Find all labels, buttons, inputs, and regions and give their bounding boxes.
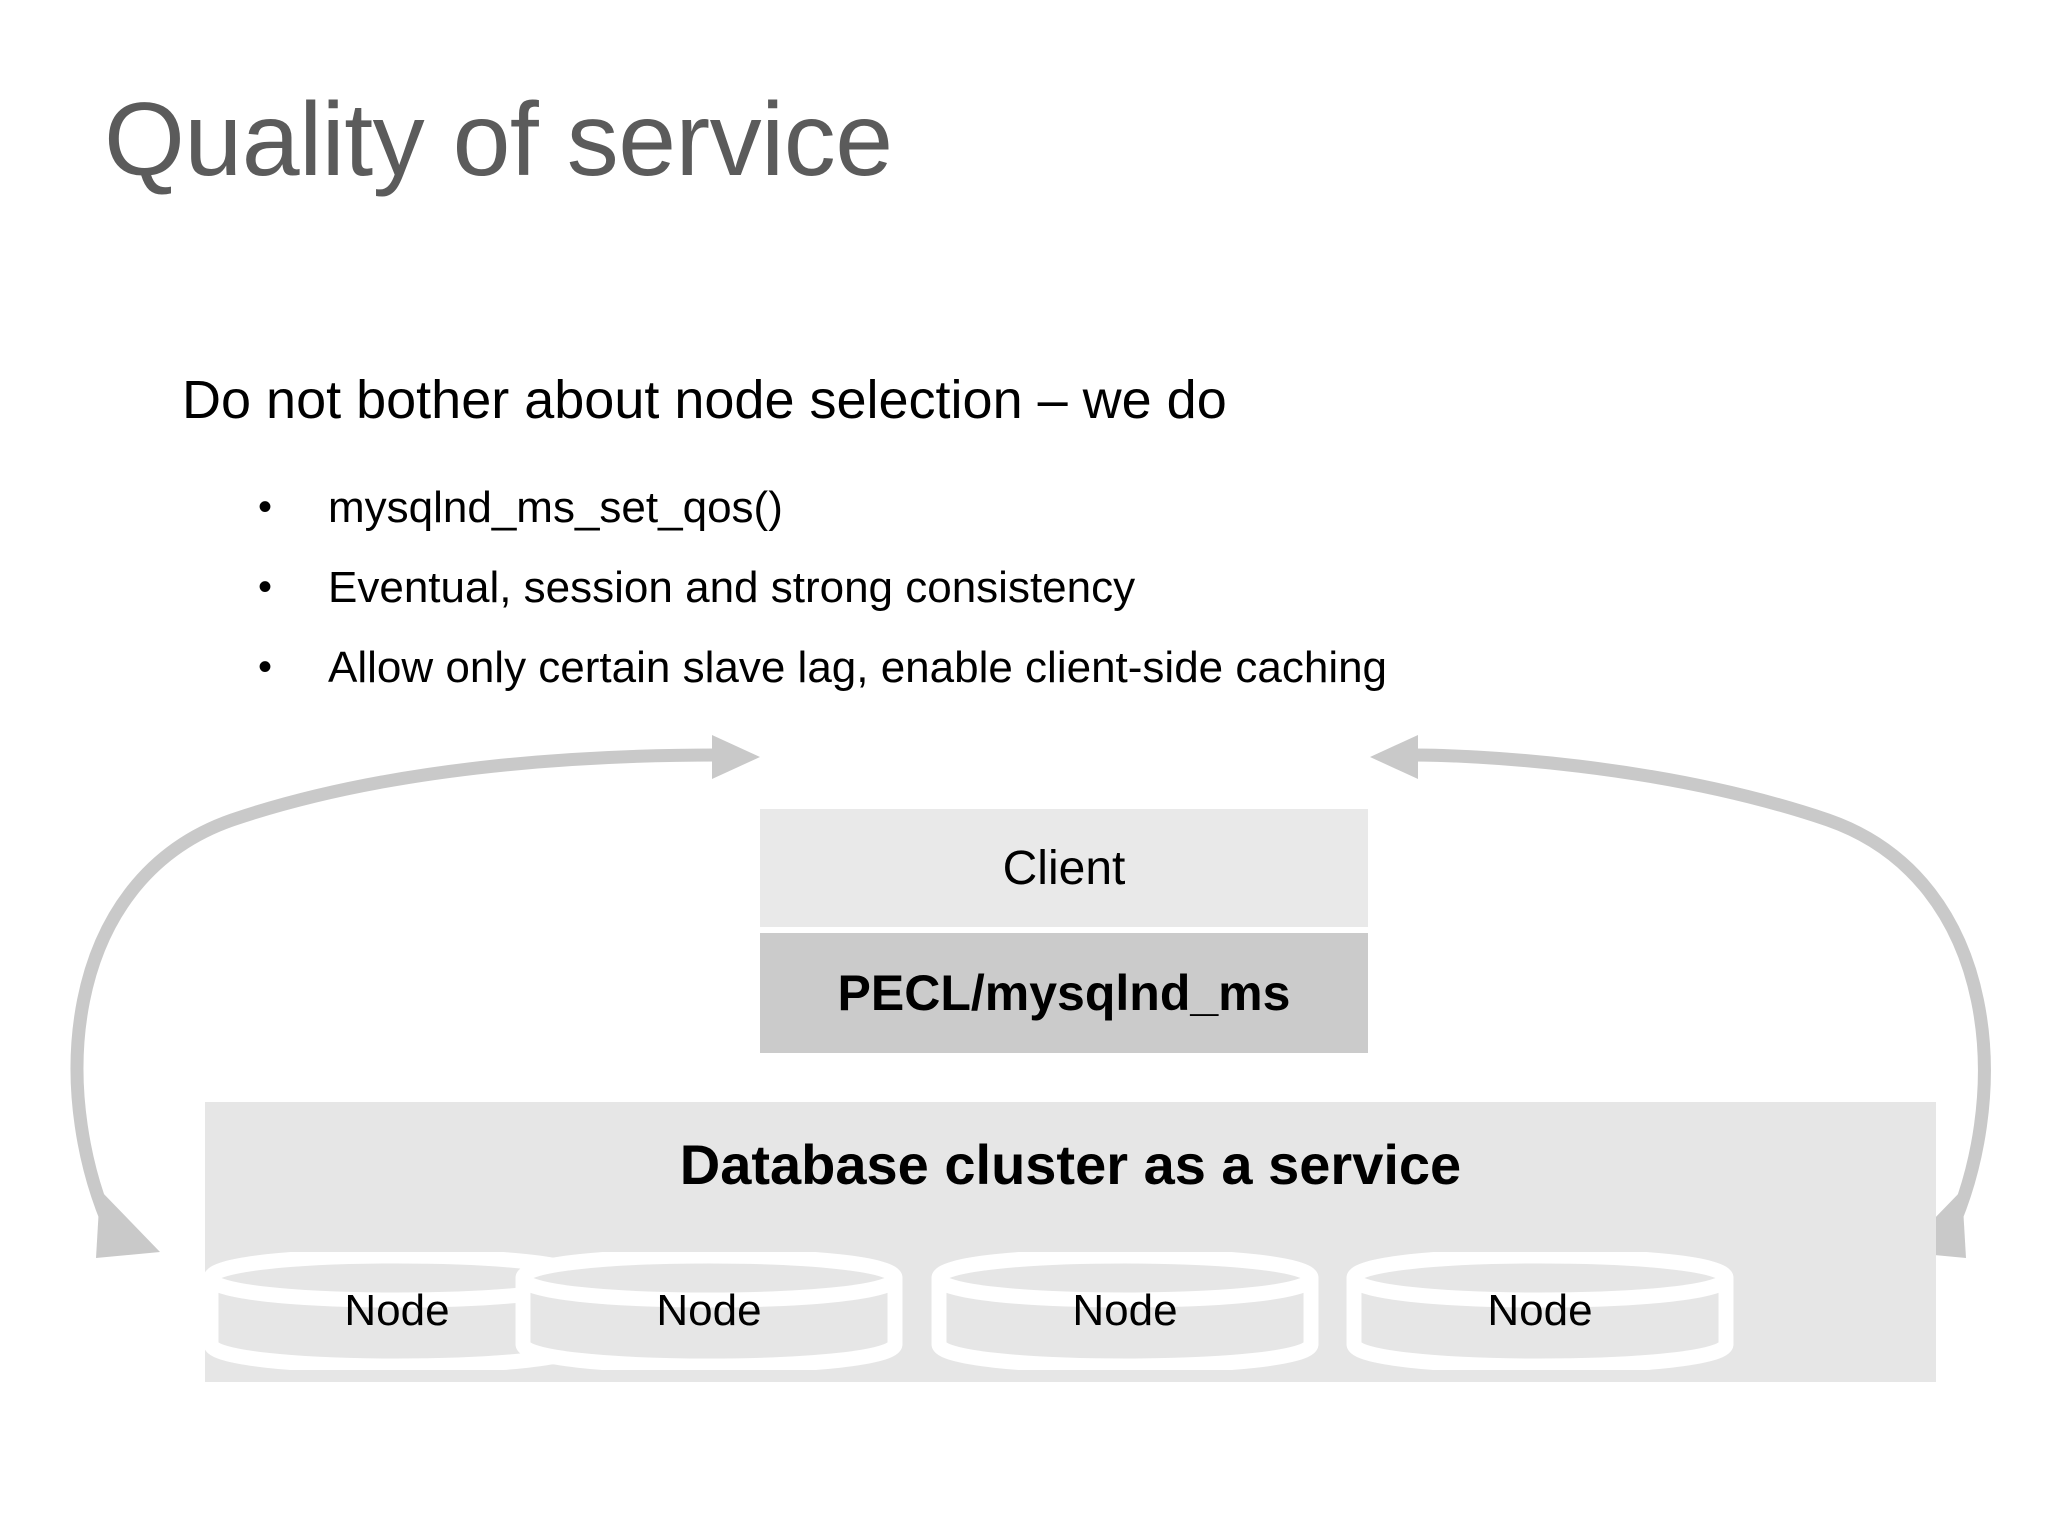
cylinder-icon (931, 1252, 1319, 1370)
database-node-cylinder: Node (925, 1252, 1325, 1370)
right-curve-arrowhead-down (1902, 1190, 1966, 1258)
bullet-marker-icon: • (258, 564, 273, 609)
node-label: Node (344, 1286, 450, 1335)
list-item-label: Eventual, session and strong consistency (328, 562, 1136, 612)
bullet-marker-icon: • (258, 644, 273, 689)
node-row: Node Node Node (203, 1252, 1936, 1372)
pecl-mysqlnd-ms-box: PECL/mysqlnd_ms (760, 933, 1368, 1053)
right-curve-path (1411, 748, 1991, 1248)
page-title: Quality of service (104, 82, 893, 198)
cluster-title: Database cluster as a service (679, 1133, 1462, 1196)
node-label: Node (1487, 1286, 1593, 1335)
database-node-cylinder: Node (197, 1252, 597, 1370)
database-node-cylinder: Node (509, 1252, 909, 1370)
database-node-cylinder: Node (1340, 1252, 1740, 1370)
client-box: Client (760, 809, 1368, 927)
bullet-marker-icon: • (258, 485, 273, 529)
left-curve-arrowhead-down (96, 1190, 160, 1258)
left-curve-arrowhead-right (712, 735, 760, 779)
list-item: • mysqlnd_ms_set_qos() (258, 482, 1858, 535)
right-curve-arrowhead-left (1370, 735, 1418, 779)
lead-statement: Do not bother about node selection – we … (182, 370, 1227, 430)
list-item-label: mysqlnd_ms_set_qos() (328, 483, 783, 532)
pecl-box-label: PECL/mysqlnd_ms (837, 965, 1291, 1021)
left-curve-path (70, 748, 719, 1248)
node-label: Node (1072, 1286, 1178, 1335)
node-label: Node (656, 1286, 762, 1335)
list-item: • Allow only certain slave lag, enable c… (258, 642, 1858, 695)
cylinder-icon (203, 1252, 591, 1370)
list-item-label: Allow only certain slave lag, enable cli… (328, 642, 1388, 692)
client-box-label: Client (1002, 841, 1126, 895)
bullet-list: • mysqlnd_ms_set_qos() • Eventual, sessi… (258, 482, 1858, 721)
cylinder-icon (1346, 1252, 1734, 1370)
list-item: • Eventual, session and strong consisten… (258, 562, 1858, 615)
database-cluster-box: Database cluster as a service Node Node (203, 1102, 1936, 1382)
cylinder-icon (515, 1252, 903, 1370)
